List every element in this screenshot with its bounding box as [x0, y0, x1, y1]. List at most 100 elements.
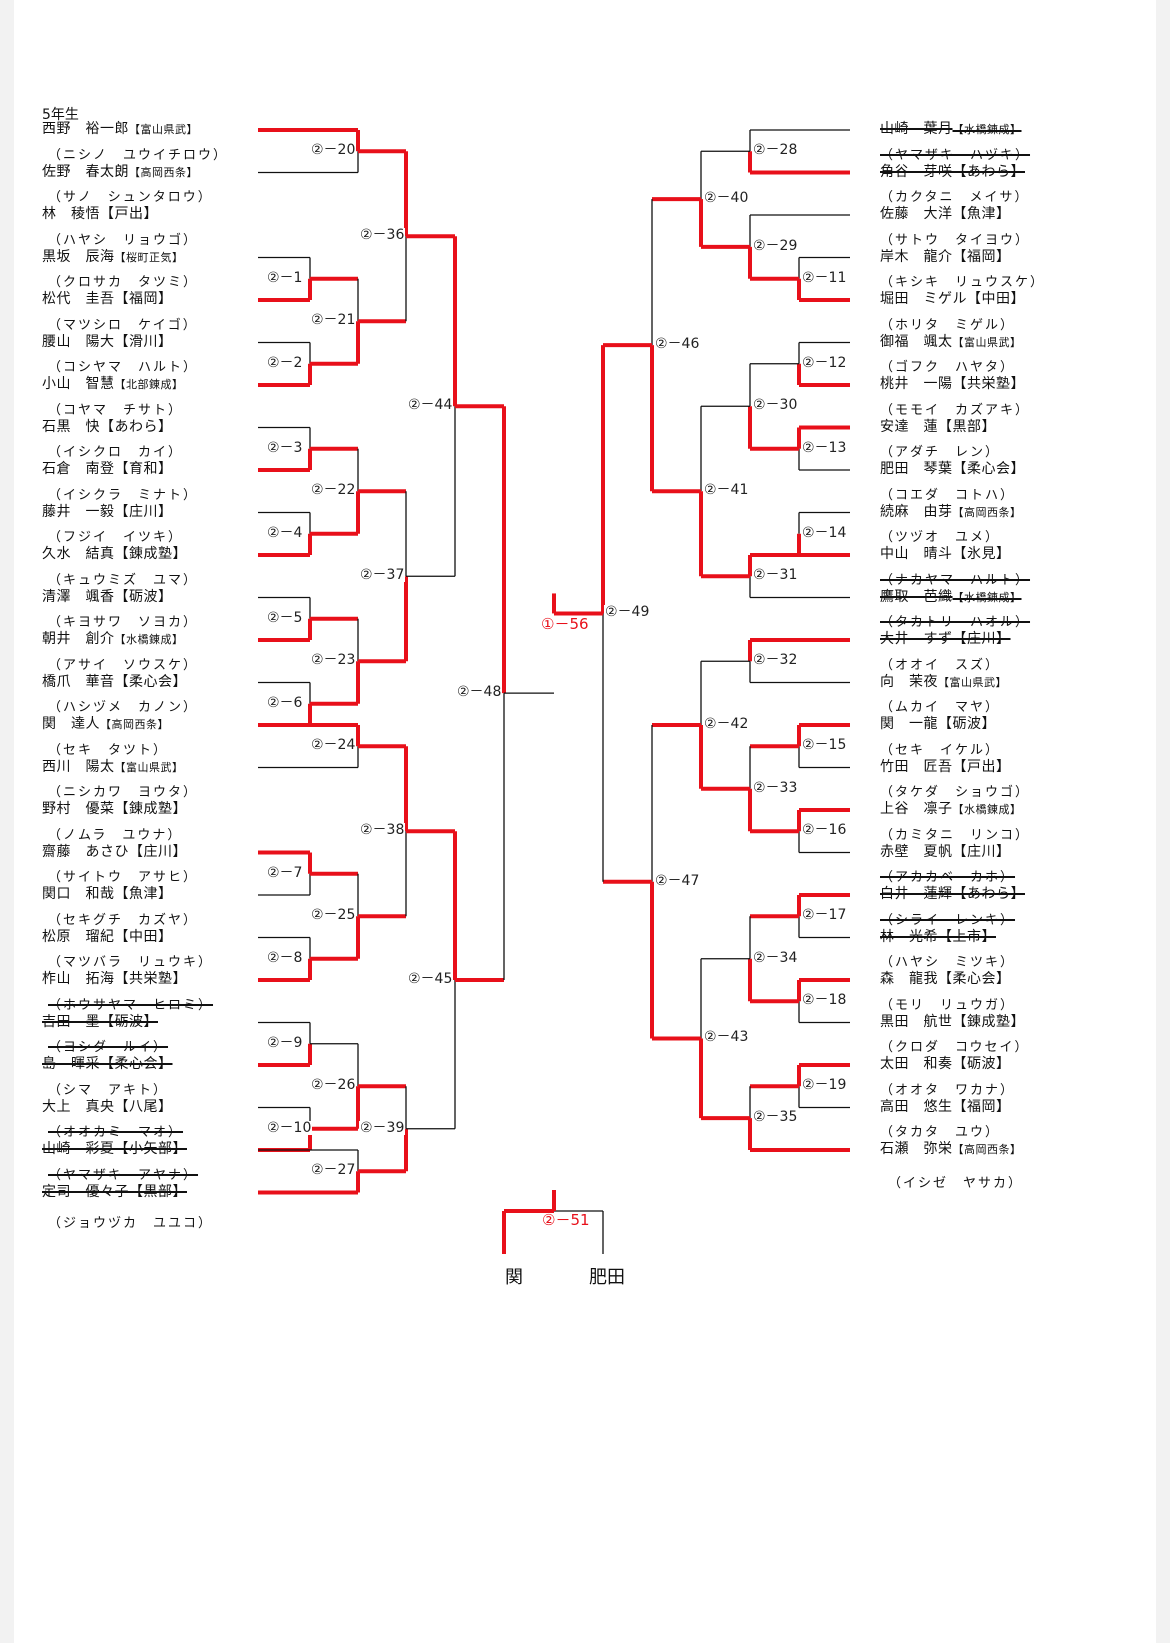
- entry-reading: （アダチ レン）: [880, 445, 1001, 460]
- entry-name: 堀田 ミゲル: [880, 291, 967, 307]
- entry-row: 野村 優菜【錬成塾】: [42, 802, 187, 816]
- entry-row: 肥田 琴葉【柔心会】: [880, 462, 1025, 476]
- entry-reading: （クロサカ タツミ）: [48, 275, 199, 290]
- entry-name: 藤井 一毅: [42, 503, 115, 520]
- entry-row: 向 茉夜【富山県武】: [880, 675, 1007, 689]
- entry-name: 松原 瑠紀: [42, 928, 115, 945]
- match-label: ②－47: [654, 872, 701, 889]
- entry-reading: （ジョウヅカ ユユコ）: [48, 1216, 214, 1231]
- entry-name: 石瀬 弥栄: [880, 1141, 953, 1157]
- entry-row: 岸木 龍介【福岡】: [880, 250, 1011, 264]
- entry-name: 清澤 颯香: [42, 588, 115, 605]
- match-label: ①－56: [540, 615, 590, 634]
- match-label: ②－9: [266, 1034, 304, 1051]
- entry-team: 【富山県武】: [114, 760, 184, 774]
- entry-team: 【錬成塾】: [114, 801, 187, 817]
- entry-row: 関 一龍【砺波】: [880, 717, 996, 731]
- entry-team: 【柔心会】: [114, 673, 187, 690]
- entry-reading: （サトウ タイヨウ）: [880, 232, 1031, 248]
- entry-team: 【あわら】: [952, 163, 1025, 180]
- entry-name: 林 稜悟: [42, 206, 100, 222]
- match-label: ②－16: [801, 822, 848, 839]
- entry-name: 御福 颯太: [880, 333, 953, 350]
- entry-name: 小山 智慧: [42, 376, 115, 392]
- entry-team: 【福岡】: [114, 291, 173, 307]
- entry-name: 島 暉采: [42, 1056, 100, 1072]
- match-label: ②－38: [359, 822, 406, 839]
- entry-name: 安達 蓮: [880, 418, 938, 435]
- entry-name: 角谷 芽咲: [880, 163, 953, 180]
- match-label: ②－46: [654, 336, 701, 353]
- entry-reading: （ツヅオ ユメ）: [880, 530, 1001, 545]
- entry-reading: （フジイ イツキ）: [48, 530, 184, 545]
- match-label: ②－49: [604, 604, 651, 621]
- entry-reading: （シマ アキト）: [48, 1082, 169, 1098]
- entry-team: 【水橋錬成】: [114, 633, 184, 646]
- entry-name: 吉田 墨: [42, 1013, 100, 1030]
- entry-team: 【黒部】: [129, 1183, 187, 1200]
- entry-row: 山崎 葉月【水橋錬成】: [880, 122, 1022, 136]
- entry-name: 佐藤 大洋: [880, 206, 953, 222]
- entry-reading: （ニシノ ユウイチロウ）: [48, 147, 229, 163]
- bracket-sheet: 5年生 西野 裕一郎【富山県武】（ニシノ ユウイチロウ）佐野 春太朗【高岡西条】…: [14, 0, 1156, 1643]
- entry-name: 西川 陽太: [42, 758, 115, 775]
- match-label: ②－48: [456, 684, 503, 701]
- entry-name: 西野 裕一郎: [42, 121, 129, 137]
- match-label: ②－25: [310, 907, 357, 924]
- entry-team: 【富山県武】: [129, 123, 198, 136]
- entry-row: 石瀬 弥栄【高岡西条】: [880, 1142, 1022, 1156]
- entry-team: 【共栄塾】: [114, 971, 187, 987]
- third-place-left-name: 関: [505, 1267, 523, 1288]
- entry-reading: （ハシヅメ カノン）: [48, 700, 199, 715]
- match-label: ②－18: [801, 992, 848, 1009]
- entry-row: 林 稜悟【戸出】: [42, 207, 158, 221]
- entry-reading: （コエダ コトハ）: [880, 487, 1016, 503]
- entry-row: 鷹取 芭織【水橋錬成】: [880, 590, 1022, 604]
- entry-name: 野村 優菜: [42, 801, 115, 817]
- match-label: ②－32: [752, 652, 799, 669]
- entry-team: 【水橋錬成】: [952, 123, 1022, 136]
- entry-reading: （オオイ スズ）: [880, 657, 1001, 673]
- entry-reading: （アカカベ カホ）: [880, 870, 1016, 885]
- entry-row: 太田 和奏【砺波】: [880, 1057, 1011, 1071]
- entry-row: 大上 真央【八尾】: [42, 1100, 173, 1114]
- entry-team: 【庄川】: [114, 503, 173, 520]
- entry-reading: （キュウミズ ユマ）: [48, 572, 199, 588]
- entry-name: 林 光希: [880, 928, 938, 945]
- entry-reading: （セキ タツト）: [48, 742, 169, 758]
- entry-row: 桃井 一陽【共栄塾】: [880, 377, 1025, 391]
- entry-team: 【上市】: [938, 928, 996, 945]
- entry-name: 石黒 快: [42, 418, 100, 435]
- match-label: ②－19: [801, 1077, 848, 1094]
- entry-name: 上谷 凛子: [880, 801, 953, 817]
- entry-name: 黒田 航世: [880, 1013, 953, 1030]
- entry-row: 定司 優々子【黒部】: [42, 1185, 187, 1199]
- entry-name: 大上 真央: [42, 1098, 115, 1115]
- entry-row: 清澤 颯香【砺波】: [42, 590, 173, 604]
- entry-team: 【高岡西条】: [100, 718, 169, 731]
- entry-reading: （タカタ ユウ）: [880, 1125, 1001, 1140]
- entry-team: 【砺波】: [114, 588, 173, 605]
- entry-team: 【砺波】: [952, 1056, 1011, 1072]
- match-label: ②－35: [752, 1109, 799, 1126]
- entry-team: 【戸出】: [100, 206, 158, 222]
- match-label: ②－29: [752, 237, 799, 254]
- entry-reading: （モモイ カズアキ）: [880, 402, 1031, 418]
- match-label: ②－6: [266, 694, 304, 711]
- entry-name: 柞山 拓海: [42, 971, 115, 987]
- entry-name: 定司 優々子: [42, 1183, 129, 1200]
- entry-reading: （オオカミ マオ）: [48, 1125, 184, 1140]
- entry-team: 【桜町正気】: [114, 250, 184, 264]
- entry-row: 安達 蓮【黒部】: [880, 420, 996, 434]
- entry-team: 【富山県武】: [952, 335, 1022, 349]
- entry-team: 【錬成塾】: [114, 546, 187, 562]
- entry-team: 【八尾】: [114, 1098, 173, 1115]
- entry-team: 【庄川】: [952, 843, 1011, 860]
- match-label: ②－40: [703, 190, 750, 207]
- entry-name: 関 一龍: [880, 716, 938, 732]
- match-label: ②－42: [703, 716, 750, 732]
- entry-reading: （クロダ コウセイ）: [880, 1040, 1030, 1055]
- entry-name: 桃井 一陽: [880, 376, 953, 392]
- entry-name: 高田 悠生: [880, 1098, 953, 1115]
- entry-row: 柞山 拓海【共栄塾】: [42, 972, 187, 986]
